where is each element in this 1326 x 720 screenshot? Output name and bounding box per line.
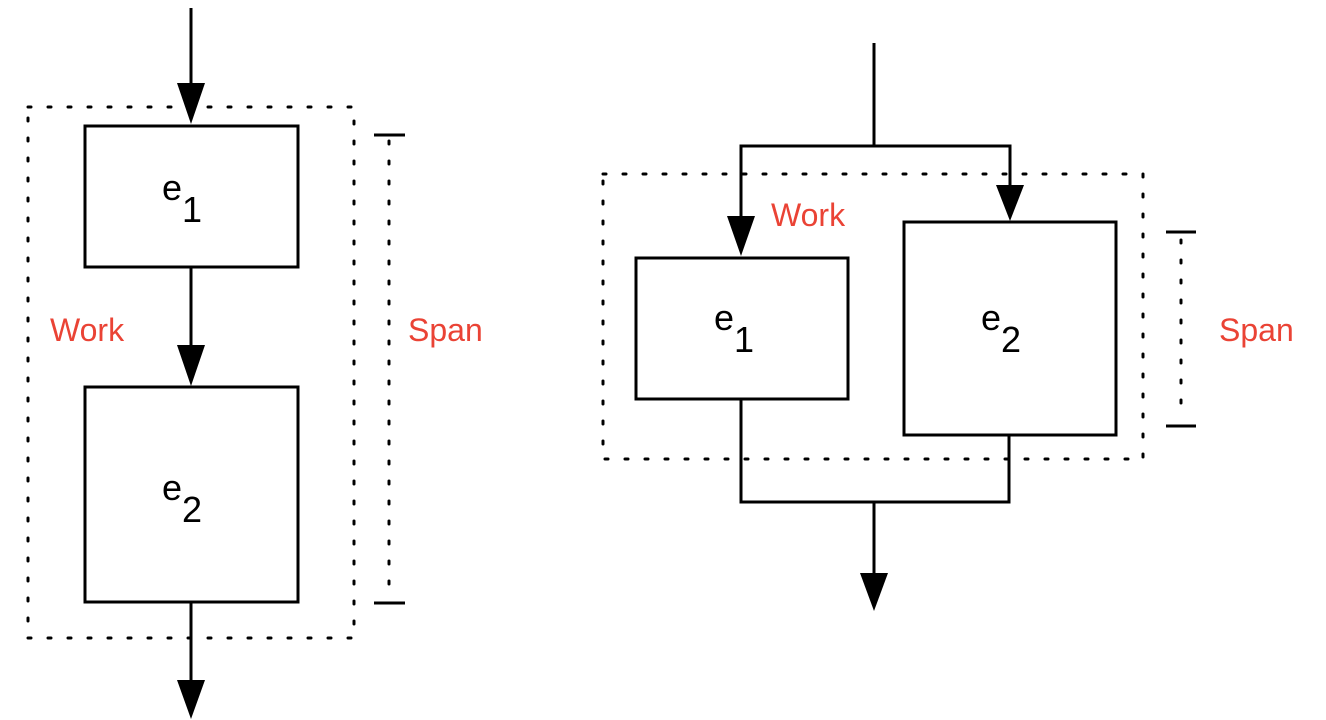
- work-boundary: [601, 172, 1145, 461]
- span-label: Span: [408, 312, 483, 348]
- node-e1[interactable]: [83, 124, 300, 269]
- output-arrowhead-icon: [860, 573, 888, 611]
- node-e1-label: e1: [162, 167, 202, 230]
- node-e1[interactable]: [634, 256, 850, 401]
- edge-arrowhead-icon: [177, 345, 205, 386]
- node-e2[interactable]: [83, 385, 300, 604]
- span-label: Span: [1219, 312, 1294, 348]
- fork-arrowhead-right-icon: [996, 185, 1024, 221]
- fork-arrowhead-left-icon: [727, 216, 755, 256]
- input-arrowhead-icon: [177, 83, 205, 124]
- work-label: Work: [771, 197, 846, 233]
- sequential-diagram: e1 e2 Work Span: [26, 8, 483, 719]
- work-label: Work: [50, 312, 125, 348]
- node-e2[interactable]: [902, 220, 1118, 437]
- node-e2-label: e2: [981, 297, 1021, 360]
- parallel-diagram: e1 e2 Work Span: [601, 43, 1294, 611]
- fork-edge: [739, 144, 1012, 220]
- output-arrowhead-icon: [177, 680, 205, 719]
- node-e1-label: e1: [714, 297, 754, 360]
- node-e2-label: e2: [162, 467, 202, 530]
